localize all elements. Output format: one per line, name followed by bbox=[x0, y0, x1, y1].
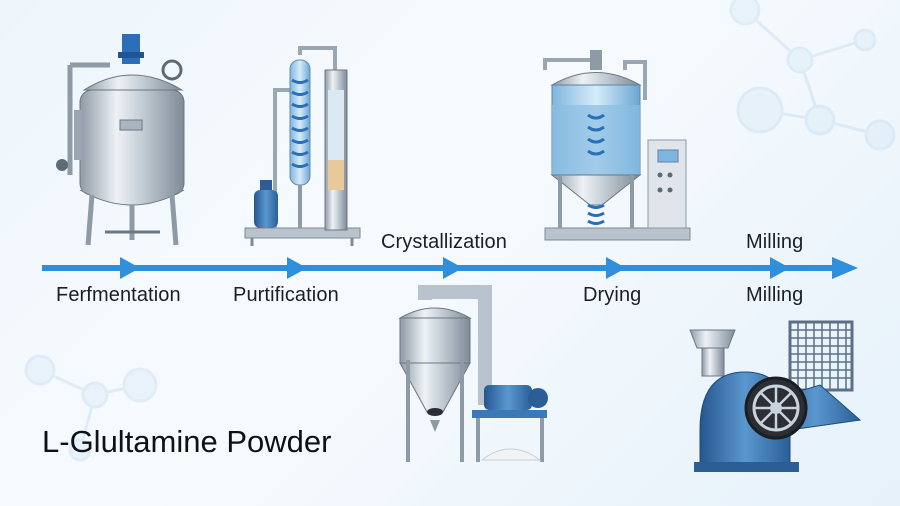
cyclone-separator-illustration bbox=[398, 285, 548, 462]
step-label-purification: Purtification bbox=[233, 284, 339, 306]
timeline-marker-4 bbox=[606, 257, 626, 279]
diagram-title: L-Glultamine Powder bbox=[42, 424, 332, 459]
step-label-fermentation: Ferfmentation bbox=[56, 284, 181, 306]
timeline-marker-1 bbox=[120, 257, 140, 279]
timeline-marker-2 bbox=[287, 257, 307, 279]
crystallization-tank-illustration bbox=[543, 50, 691, 241]
step-label-crystallization: Crystallization bbox=[381, 231, 507, 253]
milling-machine-illustration bbox=[689, 320, 862, 472]
timeline-marker-3 bbox=[443, 257, 463, 279]
timeline-line bbox=[42, 265, 832, 271]
molecule-decoration-top-right bbox=[729, 0, 896, 151]
molecule-decoration-bottom-left bbox=[24, 354, 158, 462]
fermentation-tank-illustration bbox=[56, 34, 185, 246]
step-label-milling-bottom: Milling bbox=[746, 284, 804, 306]
purification-column-illustration bbox=[244, 46, 361, 246]
step-label-drying: Drying bbox=[583, 284, 642, 306]
timeline-arrowhead bbox=[832, 257, 858, 279]
step-label-milling-top: Milling bbox=[746, 231, 804, 253]
timeline-marker-5 bbox=[770, 257, 790, 279]
timeline bbox=[42, 257, 858, 279]
